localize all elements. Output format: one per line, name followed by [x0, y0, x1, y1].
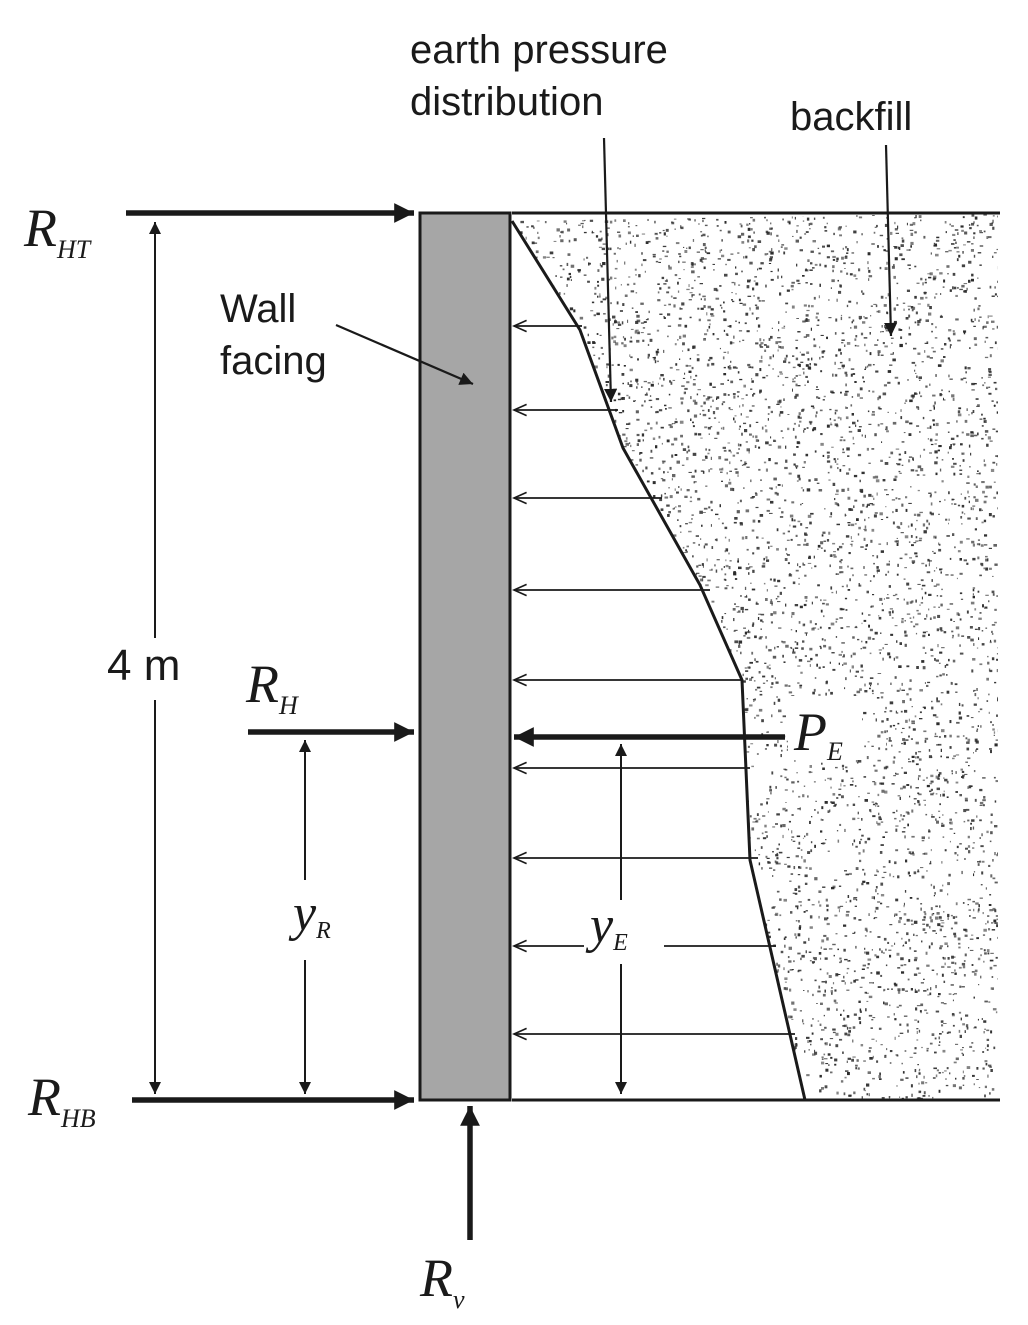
- y-r-label-background: [285, 882, 353, 958]
- y-e-main: y: [585, 897, 614, 954]
- p-e-label: PE: [793, 702, 843, 766]
- p-e-sub: E: [826, 737, 843, 766]
- r-hb-main: R: [27, 1067, 61, 1127]
- earth-pressure-label-line2: distribution: [410, 80, 603, 124]
- pressure-distribution-curve: [510, 220, 807, 1101]
- r-h-sub: H: [278, 691, 299, 720]
- r-hb-label: RHB: [27, 1067, 96, 1133]
- wall-facing-label-line2: facing: [220, 339, 327, 383]
- height-label-background: [104, 638, 216, 696]
- r-ht-label: RHT: [23, 198, 92, 264]
- height-label: 4 m: [107, 641, 180, 690]
- backfill-label: backfill: [790, 95, 912, 139]
- y-r-label: yR: [288, 885, 331, 944]
- r-hb-sub: HB: [60, 1104, 96, 1133]
- r-h-main: R: [245, 654, 279, 714]
- r-ht-main: R: [23, 198, 57, 258]
- callout-leaders: [335, 137, 898, 403]
- wall-facing-label-line1: Wall: [220, 287, 296, 331]
- p-e-main: P: [793, 702, 827, 762]
- y-r-sub: R: [315, 918, 331, 944]
- dimension-lines: [149, 222, 627, 1094]
- r-v-label: Rv: [419, 1248, 465, 1314]
- y-e-label: yE: [585, 897, 628, 956]
- r-h-label: RH: [245, 654, 299, 720]
- y-e-label-background: [584, 902, 664, 964]
- earth-pressure-label-line1: earth pressure: [410, 28, 668, 72]
- r-v-sub: v: [453, 1285, 465, 1314]
- backfill-callout-arrow: [884, 144, 898, 337]
- wall-facing: [418, 211, 512, 1102]
- r-ht-sub: HT: [56, 235, 92, 264]
- earth-pressure-arrows: [514, 326, 795, 1034]
- y-e-sub: E: [612, 930, 628, 956]
- p-e-label-background: [788, 696, 862, 760]
- wall-callout-arrow: [335, 323, 474, 386]
- pressure-callout-arrow: [602, 137, 618, 403]
- y-r-main: y: [288, 885, 317, 942]
- r-v-main: R: [419, 1248, 453, 1308]
- backfill-soil: [510, 213, 998, 1101]
